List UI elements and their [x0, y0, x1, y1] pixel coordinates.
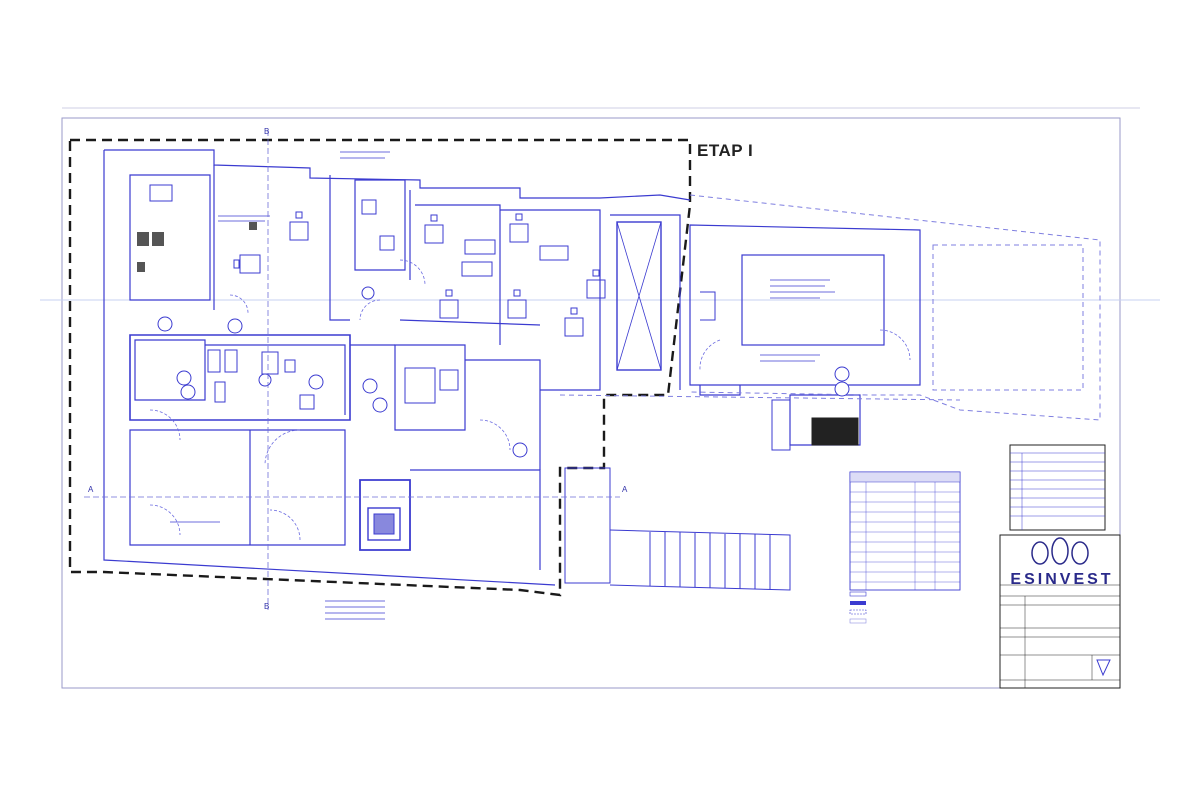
corridor-ramp: [616, 221, 662, 371]
north-arrow-icon: [1096, 659, 1111, 677]
section-mark-a-left: A: [88, 485, 94, 494]
sheet-border: [61, 117, 1121, 689]
section-mark-b-bottom: B: [264, 602, 270, 611]
kitchen-equipment: [137, 222, 257, 272]
elevator-icon: [367, 507, 401, 541]
east-wing: [689, 224, 921, 446]
title-block: [999, 534, 1121, 689]
area-schedule-table: [849, 471, 961, 624]
stage-boundary: [68, 138, 692, 597]
stage-label: ETAP I: [697, 141, 754, 160]
section-lines: [84, 130, 620, 610]
section-mark-a-right: A: [622, 485, 628, 494]
room-tags: [157, 286, 850, 458]
annotation-notes: [170, 151, 835, 620]
company-brand: ESINVEST: [1010, 571, 1114, 588]
wc-fixture-icon: [207, 199, 459, 410]
section-mark-b-top: B: [264, 127, 270, 136]
table-chair-set-icon: [149, 184, 606, 337]
door-swing-icon: [149, 259, 911, 541]
company-logo-icon: [1031, 537, 1089, 565]
room-list-table: [1009, 444, 1106, 531]
exterior-stairs: [564, 291, 791, 591]
building-walls: [103, 149, 691, 586]
future-extension: [559, 194, 1101, 421]
